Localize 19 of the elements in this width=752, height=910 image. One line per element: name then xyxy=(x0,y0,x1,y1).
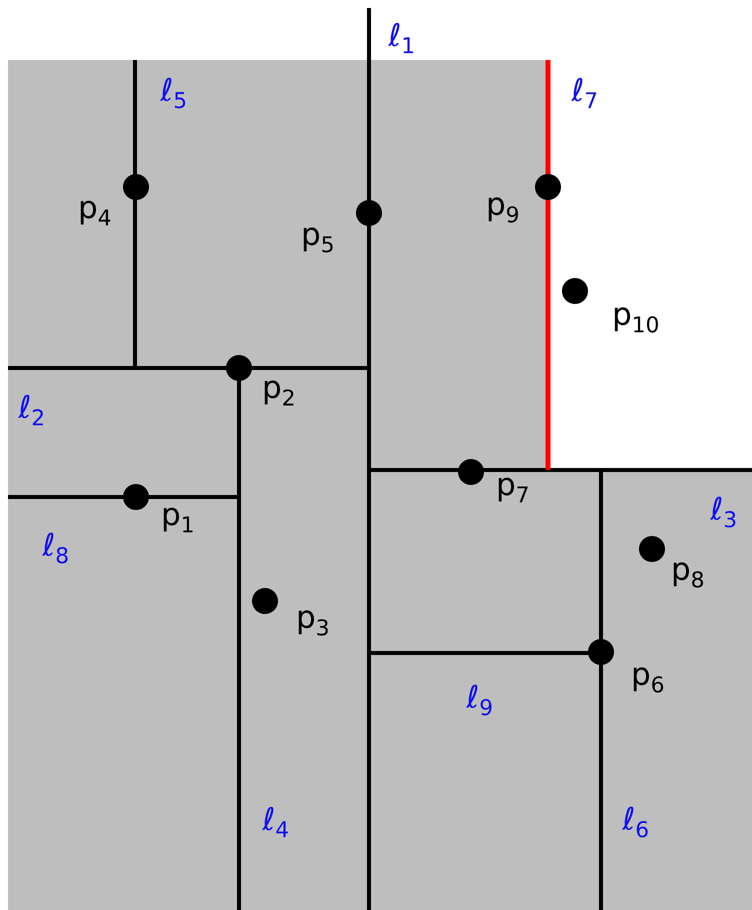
point-label: p$_{6}$ xyxy=(634,667,664,693)
point-label: p$_{9}$ xyxy=(488,197,518,223)
point-label: p$_{10}$ xyxy=(614,307,658,333)
line-label: ℓ$_{2}$ xyxy=(18,394,43,426)
point-label: p$_{3}$ xyxy=(298,610,328,636)
line-label: ℓ$_{3}$ xyxy=(710,496,736,528)
line-label: ℓ$_{5}$ xyxy=(160,78,186,108)
line-label: ℓ$_{4}$ xyxy=(262,806,288,838)
point-label: p$_{4}$ xyxy=(80,200,110,226)
line-label: ℓ$_{7}$ xyxy=(571,78,596,108)
point-label: p$_{1}$ xyxy=(164,508,192,532)
point-label: p$_{2}$ xyxy=(264,380,294,406)
line-label: ℓ$_{9}$ xyxy=(466,684,492,716)
point-label: p$_{8}$ xyxy=(674,562,703,588)
line-label: ℓ$_{1}$ xyxy=(388,22,414,54)
point-label: p$_{5}$ xyxy=(304,228,333,252)
line-label: ℓ$_{8}$ xyxy=(42,532,68,564)
point-label: p$_{7}$ xyxy=(498,478,528,502)
line-label: ℓ$_{6}$ xyxy=(622,806,648,838)
